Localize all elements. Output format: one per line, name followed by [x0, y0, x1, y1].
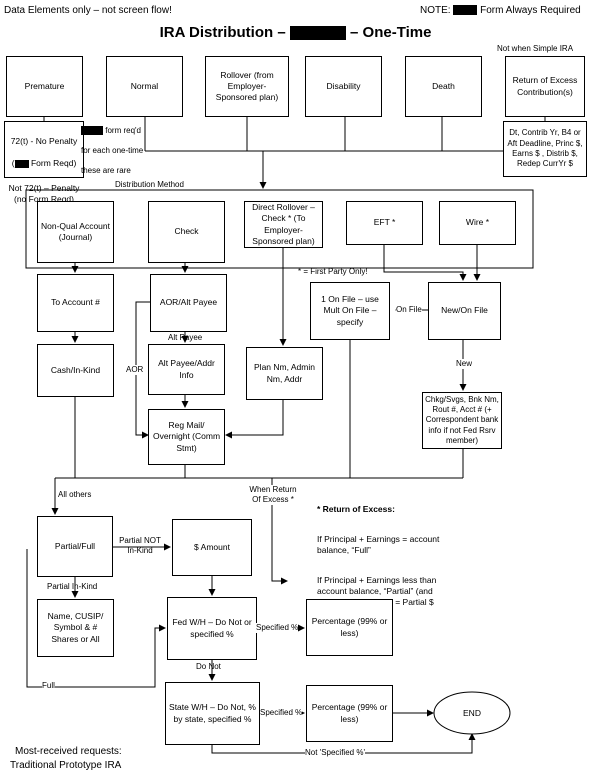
excess-detail-box: Dt, Contrib Yr, B4 or Aft Deadline, Prin…	[503, 121, 587, 177]
check-box: Check	[148, 201, 225, 263]
end-label: END	[463, 708, 481, 718]
title-prefix: IRA Distribution –	[159, 24, 286, 41]
footer-requests: Most-received requests:	[15, 746, 122, 757]
disclaimer-text: Data Elements only – not screen flow!	[4, 5, 172, 16]
rollover-box: Rollover (from Employer-Sponsored plan)	[205, 56, 289, 117]
form-required-note: NOTE: Form Always Required	[420, 4, 581, 17]
normal-box: Normal	[106, 56, 183, 117]
specified-label-1: Specified %	[256, 623, 299, 633]
note-line-2: for each one-time –	[81, 146, 150, 155]
name-cusip-box: Name, CUSIP/ Symbol & # Shares or All	[37, 599, 114, 657]
disability-box: Disability	[305, 56, 382, 117]
specified-label-2: Specified %	[260, 708, 303, 718]
all-others-label: All others	[58, 490, 92, 499]
state-withholding-box: State W/H – Do Not, % by state, specifie…	[165, 682, 260, 745]
aor-label: AOR	[126, 365, 144, 375]
note-title: * Return of Excess:	[317, 504, 395, 515]
wire-box: Wire *	[439, 201, 516, 245]
percentage-box-2: Percentage (99% or less)	[306, 685, 393, 742]
page-title: IRA Distribution – – One-Time	[0, 24, 591, 41]
distribution-method-frame	[25, 189, 534, 269]
note-line-3: these are rare	[81, 166, 131, 175]
premature-box: Premature	[6, 56, 83, 117]
new-label: New	[456, 359, 473, 369]
nonqual-box: Non-Qual Account (Journal)	[37, 201, 114, 263]
penalty-line: Not 72(t) – Penalty (no Form Reqd)	[8, 183, 80, 205]
end-terminal	[433, 691, 511, 735]
redacted-block	[453, 5, 478, 16]
footer-ira-type: Traditional Prototype IRA	[10, 760, 122, 771]
new-on-file-box: New/On File	[428, 282, 501, 340]
return-excess-box: Return of Excess Contribution(s)	[505, 56, 585, 117]
when-return-label: When Return Of Excess *	[246, 485, 300, 505]
note-line-1: form req'd	[105, 126, 141, 135]
note-full: If Principal + Earnings = account balanc…	[317, 534, 440, 556]
first-party-note: * = First Party Only!	[298, 267, 368, 276]
to-account-box: To Account #	[37, 274, 114, 332]
do-not-label: Do Not	[196, 662, 221, 671]
fed-withholding-box: Fed W/H – Do Not or specified %	[167, 597, 257, 660]
cash-inkind-box: Cash/In-Kind	[37, 344, 114, 397]
partial-full-box: Partial/Full	[37, 516, 113, 577]
no-penalty-line: 72(t) - No Penalty	[10, 136, 78, 147]
not-simple-note: Not when Simple IRA	[497, 44, 574, 53]
reg-mail-box: Reg Mail/ Overnight (Comm Stmt)	[148, 409, 225, 465]
aor-alt-payee-box: AOR/Alt Payee	[150, 274, 227, 332]
percentage-box-1: Percentage (99% or less)	[306, 599, 393, 656]
title-suffix: – One-Time	[350, 24, 432, 41]
form-reqd-line: ( Form Reqd)	[7, 158, 81, 169]
premature-detail-box: 72(t) - No Penalty ( Form Reqd) Not 72(t…	[4, 121, 84, 204]
plan-name-box: Plan Nm, Admin Nm, Addr	[246, 347, 323, 400]
not-specified-label: Not 'Specified %'	[305, 748, 365, 758]
death-box: Death	[405, 56, 482, 117]
redacted-block	[81, 126, 103, 136]
redacted-block	[289, 26, 346, 41]
direct-rollover-box: Direct Rollover – Check * (To Employer-S…	[244, 201, 323, 248]
note-prefix: NOTE:	[420, 5, 451, 16]
on-file-label: On File	[396, 305, 422, 315]
note-suffix: Form Always Required	[480, 5, 581, 16]
full-label: Full	[42, 681, 55, 691]
alt-payee-addr-box: Alt Payee/Addr Info	[148, 344, 225, 395]
partial-not-inkind-label: Partial NOT In-Kind	[119, 536, 161, 555]
distribution-method-label: Distribution Method	[115, 180, 184, 189]
alt-payee-label: Alt Payee	[168, 333, 203, 342]
partial-inkind-label: Partial In-Kind	[47, 582, 98, 591]
bank-info-box: Chkg/Svgs, Bnk Nm, Rout #, Acct # (+ Cor…	[422, 392, 502, 449]
redacted-block	[14, 159, 29, 168]
form-reqd-text: Form Reqd)	[30, 158, 77, 169]
amount-box: $ Amount	[172, 519, 252, 576]
normal-form-note: form req'd for each one-time – these are…	[81, 116, 150, 176]
eft-box: EFT *	[346, 201, 423, 245]
one-on-file-box: 1 On File – use Mult On File – specify	[310, 282, 390, 340]
paren: (	[11, 158, 15, 169]
